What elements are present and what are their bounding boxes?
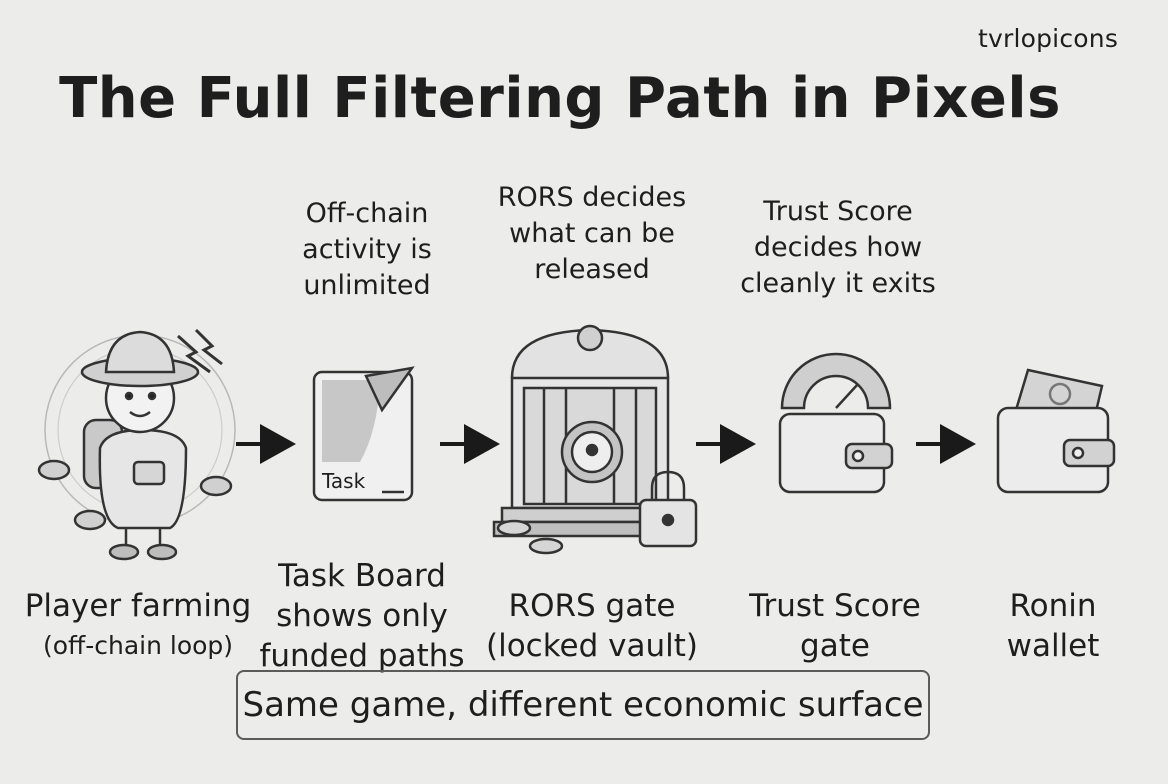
footer-caption: Same game, different economic surface — [236, 670, 930, 740]
annotation-line: released — [534, 254, 650, 285]
ronin-wallet-icon — [996, 368, 1116, 494]
task-board-icon — [312, 366, 415, 502]
task-card-label: Task — [321, 469, 366, 493]
stage-label-ronin: Ronin wallet — [978, 586, 1128, 666]
trust-score-wallet-icon — [778, 352, 894, 494]
stage-label-line: Trust Score — [749, 588, 921, 624]
stage-label-line: (locked vault) — [485, 628, 699, 664]
brand-mark: tvrlopicons — [978, 24, 1119, 53]
annotation-line: unlimited — [303, 270, 431, 301]
stage-label-trust-score: Trust Score gate — [728, 586, 942, 666]
annotation-line: RORS decides — [497, 182, 687, 213]
annotation-line: cleanly it exits — [740, 268, 936, 299]
stage-label-line: RORS gate — [508, 588, 676, 624]
stage-label-line: Task Board — [278, 558, 446, 594]
stage-label-line: Player farming — [24, 588, 252, 624]
annotation-line: decides how — [753, 232, 923, 263]
stage-label-rors: RORS gate (locked vault) — [476, 586, 708, 666]
player-farming-icon — [37, 328, 236, 561]
annotation-trust: Trust Score decides how cleanly it exits — [718, 194, 958, 302]
stage-label-line: Ronin — [1009, 588, 1097, 624]
stage-label-line: (off-chain loop) — [42, 631, 234, 660]
annotation-offchain: Off-chain activity is unlimited — [262, 196, 472, 304]
stage-label-line: shows only — [276, 598, 448, 634]
annotation-line: Off-chain — [305, 198, 429, 229]
stage-label-line: funded paths — [259, 638, 465, 674]
annotation-rors: RORS decides what can be released — [470, 180, 714, 288]
diagram-title: The Full Filtering Path in Pixels — [59, 66, 1061, 131]
annotation-line: Trust Score — [763, 196, 913, 227]
vault-gate-icon — [492, 324, 698, 555]
annotation-line: activity is — [302, 234, 432, 265]
stage-label-task-board: Task Board shows only funded paths — [258, 556, 466, 676]
stage-label-player: Player farming (off-chain loop) — [12, 586, 264, 666]
footer-caption-text: Same game, different economic surface — [242, 685, 924, 725]
stage-label-line: gate — [800, 628, 870, 664]
annotation-line: what can be — [509, 218, 675, 249]
stage-label-line: wallet — [1006, 628, 1100, 664]
